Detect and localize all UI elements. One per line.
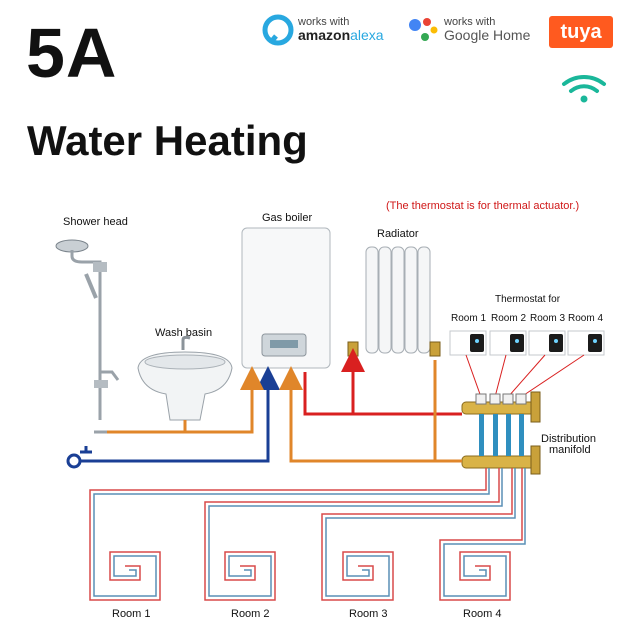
floor-loop-room-3 [321,468,516,601]
gas-boiler-unit [241,227,331,369]
thermostat-note: (The thermostat is for thermal actuator.… [386,200,580,212]
thermostat-room-label: Room 2 [491,313,527,324]
title-5a: 5A [26,14,118,92]
distribution-manifold [461,391,541,475]
label-shower-head: Shower head [63,216,128,228]
label-radiator: Radiator [377,228,419,240]
floor-room-label: Room 3 [349,608,388,620]
alexa-brand-alexa: alexa [350,27,384,44]
heating-flow-pipe [303,372,462,416]
subtitle-water-heating: Water Heating [27,117,308,164]
thermostat-room-label: Room 4 [568,313,604,324]
alexa-badge: works with amazonalexa [262,14,384,46]
thermostat-room-label: Room 3 [530,313,566,324]
google-home-badge: works with Google Home [408,16,530,44]
floor-loop-room-4 [439,468,526,601]
heating-return-pipe [279,366,462,463]
google-assistant-dots-icon [409,18,438,41]
floor-room-label: Room 4 [463,608,502,620]
label-wash-basin: Wash basin [155,327,213,339]
cold-pipe [92,366,280,463]
floor-room-label: Room 2 [231,608,270,620]
google-works-with: works with [444,15,496,28]
thermostat-wires [465,354,585,398]
google-brand: Google Home [444,27,531,44]
floor-room-label: Room 1 [112,608,151,620]
floor-loop-room-1 [89,468,490,601]
wash-basin-fixture [137,335,233,421]
label-thermostat-for: Thermostat for [495,294,561,305]
alexa-works-with: works with [298,15,350,28]
shower-head-fixture [55,239,120,434]
thermostat-panels [449,330,605,356]
label-manifold: manifold [549,444,591,456]
floor-loop-room-2 [204,468,503,601]
radiator-unit [365,246,431,354]
label-gas-boiler: Gas boiler [262,212,313,224]
alexa-ring-icon [262,14,294,46]
label-distribution: Distribution [541,433,597,445]
thermostat-room-label: Room 1 [451,313,487,324]
tuya-logo: tuya [549,16,613,48]
alexa-brand-amazon: amazon [298,27,351,44]
cold-water-inlet [66,446,92,469]
